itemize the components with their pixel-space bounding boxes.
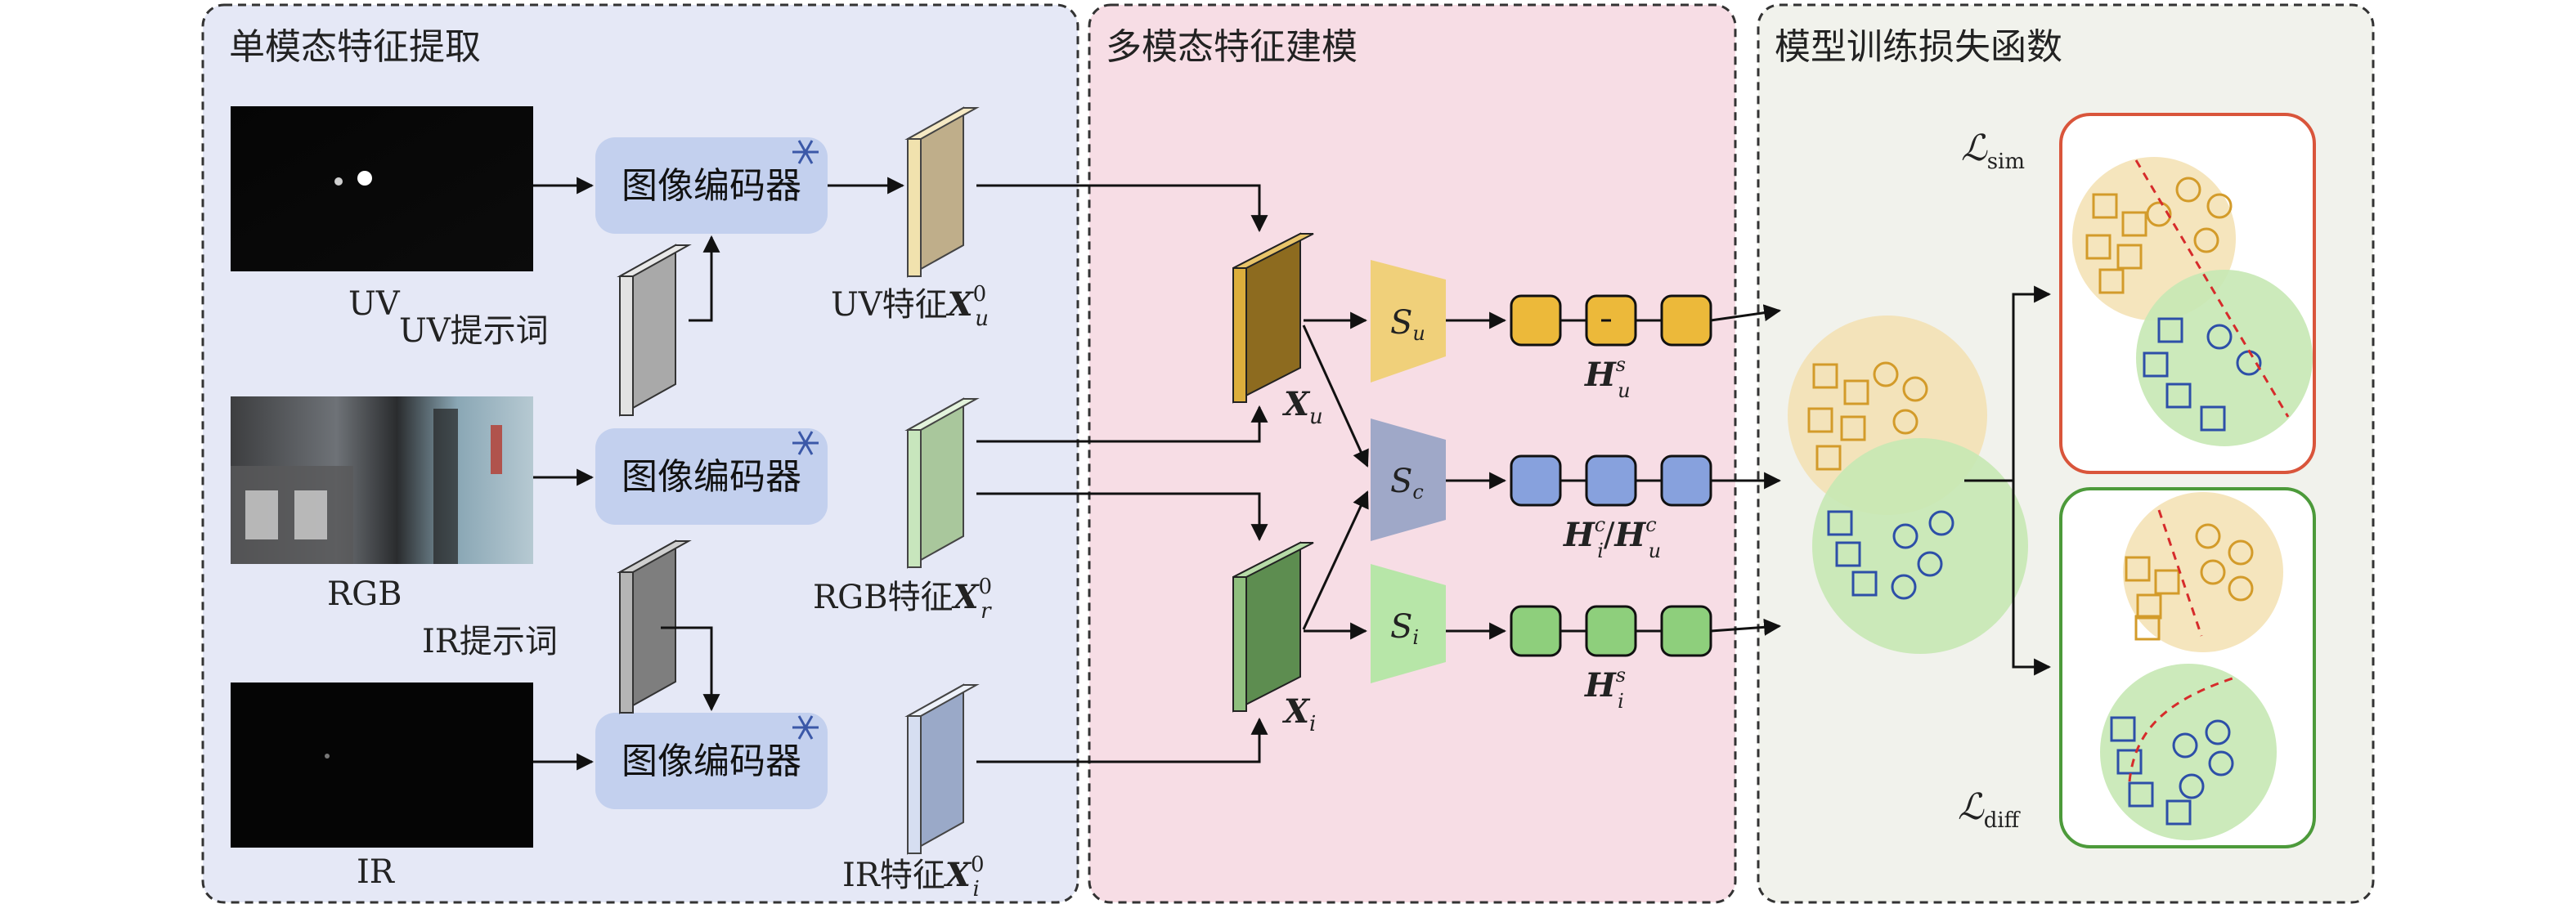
sim-loss-box — [2059, 113, 2316, 474]
frozen-snowflake-icon — [792, 715, 819, 740]
token-node — [1510, 605, 1562, 657]
uv-encoder-label: 图像编码器 — [622, 165, 801, 207]
sim-loss-label: ℒsim — [1961, 128, 2025, 174]
ir-image — [231, 683, 533, 848]
token-node — [1510, 454, 1562, 507]
uv-prompt-label: UV提示词 — [399, 312, 549, 350]
arrow-to-sim-box — [2012, 285, 2052, 481]
expert-si — [1371, 564, 1446, 683]
frozen-snowflake-icon — [792, 140, 819, 164]
rgb-encoder-label: 图像编码器 — [622, 456, 801, 498]
uv-image — [231, 106, 533, 271]
rgb-image-encoder: 图像编码器 — [595, 428, 828, 525]
rgb-feature-slab — [904, 397, 980, 569]
fused-feature-xi — [1232, 541, 1314, 713]
embedding-clusters — [1788, 316, 2028, 654]
arrow-uv-feature-to-xu — [976, 184, 1268, 233]
arrow-uv-prompt-to-encoder — [689, 235, 720, 322]
expert-si-label: Si — [1390, 608, 1419, 649]
section-title-loss: 模型训练损失函数 — [1775, 26, 2062, 68]
arrow-rgb-feature-to-xu — [976, 405, 1268, 443]
uv-feature-slab — [904, 106, 980, 278]
expert-sc-label: Sc — [1390, 463, 1424, 503]
token-node — [1585, 605, 1637, 657]
uv-image-label: UV — [348, 285, 401, 323]
expert-sc — [1371, 418, 1446, 541]
hc-tokens — [1510, 454, 1712, 507]
token-node — [1585, 454, 1637, 507]
ir-feature-slab — [904, 683, 980, 855]
arrow-ir-feature-to-xi — [976, 717, 1268, 763]
frozen-snowflake-icon — [792, 431, 819, 455]
arrow-xu-to-sc — [1302, 324, 1369, 468]
diff-loss-label: ℒdiff — [1958, 786, 2022, 833]
token-node — [1660, 454, 1712, 507]
uv-image-encoder: 图像编码器 — [595, 137, 828, 234]
fused-xu-label: Xu — [1281, 385, 1323, 429]
section-title-single-modal: 单模态特征提取 — [229, 26, 481, 68]
expert-su-label: Su — [1390, 304, 1425, 345]
token-node — [1660, 294, 1712, 347]
token-node — [1660, 605, 1712, 657]
rgb-image — [231, 396, 533, 564]
hs-i-tokens — [1510, 605, 1712, 657]
arrow-hsi-out — [1710, 618, 1782, 636]
fused-xi-label: Xi — [1281, 692, 1316, 736]
ir-prompt-slab — [617, 539, 692, 714]
token-node — [1510, 294, 1562, 347]
rgb-image-label: RGB — [327, 575, 402, 613]
arrow-rgb-feature-to-xi — [976, 492, 1268, 542]
arrow-ir-prompt-to-encoder — [661, 626, 720, 712]
arrow-xi-to-sc — [1302, 490, 1369, 630]
section-title-multi-modal: 多模态特征建模 — [1106, 26, 1358, 68]
ir-image-label: IR — [357, 853, 396, 891]
ir-encoder-label: 图像编码器 — [622, 741, 801, 782]
diff-loss-box — [2059, 487, 2316, 848]
ir-image-encoder: 图像编码器 — [595, 713, 828, 809]
arrow-to-diff-box — [2012, 481, 2052, 676]
expert-su — [1371, 260, 1446, 383]
arrow-hsu-out — [1710, 304, 1782, 322]
uv-prompt-slab — [617, 244, 692, 417]
fused-feature-xu — [1232, 232, 1314, 404]
ir-prompt-label: IR提示词 — [422, 623, 558, 660]
